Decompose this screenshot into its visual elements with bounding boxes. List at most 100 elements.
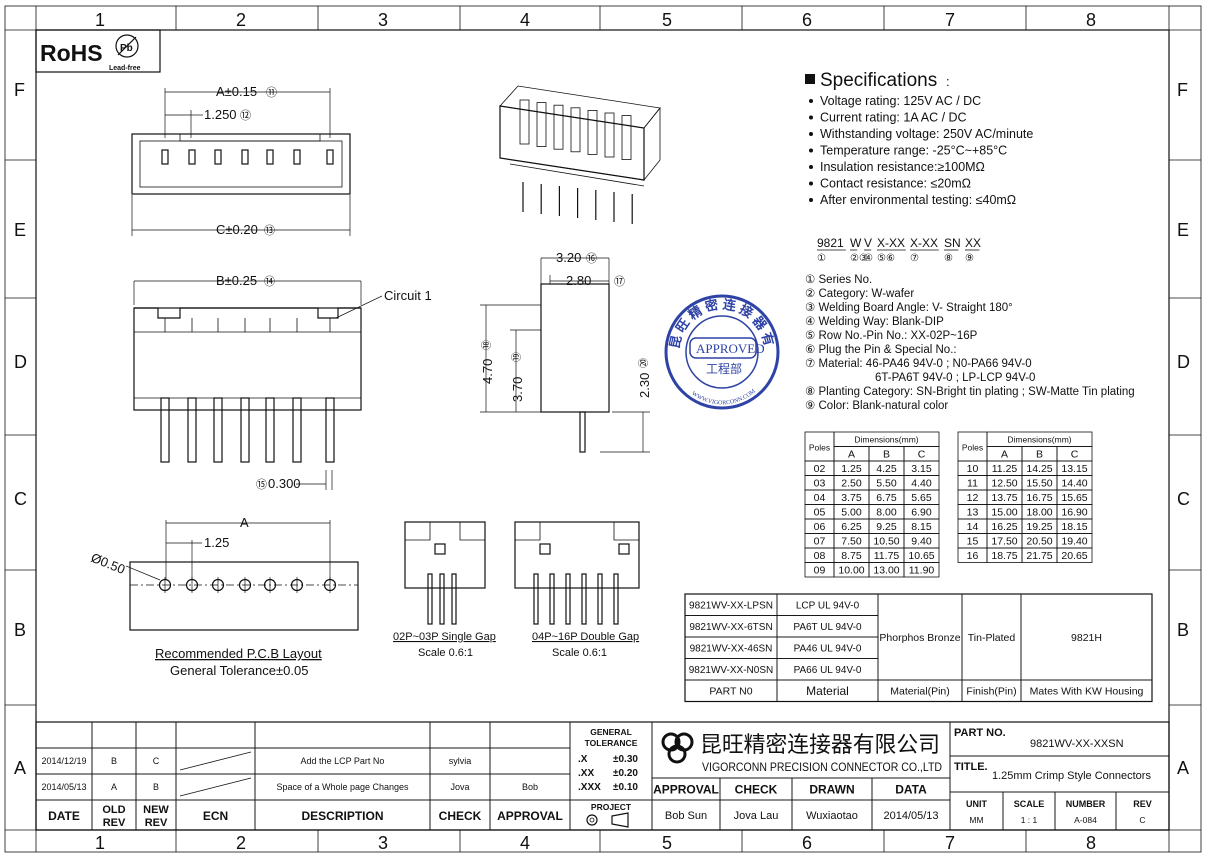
code-ref: ⑦ [910,253,919,264]
side-view: 3.20 ⑯ 2.80 ⑰ 4.70 ⑱ 3.70 ⑲ 2.30 ⑳ [480,250,652,453]
front-pin [213,397,223,463]
rohs-mark: RoHS Pb Lead-free [35,29,161,73]
dim-value: 19.40 [1061,536,1087,548]
bullet [809,115,813,120]
top-pin [241,149,249,165]
blank-cell [489,721,571,749]
pb-icon [115,34,139,58]
meta-header: UNIT [966,799,987,809]
gap-pin [549,573,555,625]
dim-value: 6.25 [841,521,862,533]
revision-value: 2014/05/13 [41,782,86,792]
company-name-en: VIGORCONN PRECISION CONNECTOR CO.,LTD [702,762,942,774]
dim-value: 15.00 [991,507,1017,519]
gap-pin [451,573,457,625]
col-header: B [1036,449,1043,461]
spec-item: Insulation resistance:≥100MΩ [820,160,985,174]
dim-value: 15.50 [1026,478,1052,490]
gap-views: 02P~03P Single Gap Scale 0.6:1 04P~16P D… [393,521,640,659]
row-label-F: F [1177,80,1188,100]
blank-cell [91,721,137,749]
dim-value: 8.00 [876,507,897,519]
svg-text:3.70: 3.70 [510,377,525,402]
dim-value: 1.25 [841,463,862,475]
dim-value: 5.65 [911,492,932,504]
rev-header: CHECK [439,809,482,823]
sign-value: Jova Lau [734,810,779,822]
dim-value: 13 [967,507,979,519]
dim-value: 04 [814,492,826,504]
dim-value: 6.75 [876,492,897,504]
pitch-label: 1.250 [204,107,237,122]
dim-value: 20.65 [1061,550,1087,562]
row-label-E: E [1177,220,1189,240]
sign-value: Bob Sun [665,810,707,822]
svg-text:Scale 0.6:1: Scale 0.6:1 [552,647,607,659]
front-pin [292,397,302,463]
dim-value: 02 [814,463,826,475]
column-label-3: 3 [378,833,388,853]
meta-header: SCALE [1014,799,1045,809]
material-header: Material [806,684,849,698]
blank-cell [429,721,491,749]
top-pin [326,149,334,165]
revision-value: 2014/12/19 [41,756,86,766]
code-ref: ⑤⑥ [877,253,895,264]
svg-text:General Tolerance±0.05: General Tolerance±0.05 [170,663,308,678]
dim-value: 14.40 [1061,478,1087,490]
revision-value: B [111,756,117,766]
svg-text:2.30: 2.30 [637,373,652,398]
svg-text:⑮: ⑮ [256,478,267,491]
svg-text:⑲: ⑲ [511,352,523,362]
front-pin [325,397,335,463]
iso-view [499,85,661,224]
code-segment: XX [965,236,981,250]
ecn-slash [179,751,252,771]
part-no-label: PART NO. [954,727,1006,739]
dim-value: 21.75 [1026,550,1052,562]
material-header: Mates With KW Housing [1030,686,1144,698]
specs-title: Specifications [820,70,937,91]
dim-value: 3.15 [911,463,932,475]
svg-text:APPROVED: APPROVED [696,341,765,356]
spec-item: Temperature range: -25°C~+85°C [820,144,1007,158]
dim-value: 16.75 [1026,492,1052,504]
bullet [809,99,813,103]
svg-text:Ø0.50: Ø0.50 [89,550,127,577]
code-ref: ②③ [850,253,868,264]
dim-value: 8.15 [911,521,932,533]
code-ref: ④ [864,253,873,264]
column-label-4: 4 [520,833,530,853]
dim-value: 13.75 [991,492,1017,504]
row-label-C: C [14,489,27,509]
dim-value: 13.15 [1061,463,1087,475]
part-number: 9821WV-XX-46SN [690,643,773,654]
spec-item: After environmental testing: ≤40mΩ [820,193,1016,207]
code-segment: V [864,236,872,250]
dim-value: 14.25 [1026,463,1052,475]
dim-value: 9.40 [911,536,932,548]
material-header: Material(Pin) [890,686,950,698]
dim-value: 15 [967,536,979,548]
revision-value: A [111,782,117,792]
top-pin [188,149,196,165]
material-value: PA6T UL 94V-0 [793,622,862,633]
front-view: B±0.25 ⑭ Circuit 1 ⑮ 0.300 [133,273,432,491]
top-pin [214,149,222,165]
dim-value: 18.15 [1061,521,1087,533]
revision-value: B [153,782,159,792]
dims-header: Dimensions(mm) [854,434,918,444]
material-header: Finish(Pin) [966,686,1016,698]
code-ref: ⑨ [965,253,974,264]
dim-value: 18.75 [991,550,1017,562]
material-header: PART N0 [709,686,752,698]
code-segment: W [850,236,862,250]
dim-value: 16.90 [1061,507,1087,519]
rev-header: DATE [48,809,80,823]
column-label-5: 5 [662,833,672,853]
dim-value: 07 [814,536,826,548]
dim-value: 09 [814,565,826,577]
dim-value: 2.50 [841,478,862,490]
dim-value: 13.00 [873,565,899,577]
